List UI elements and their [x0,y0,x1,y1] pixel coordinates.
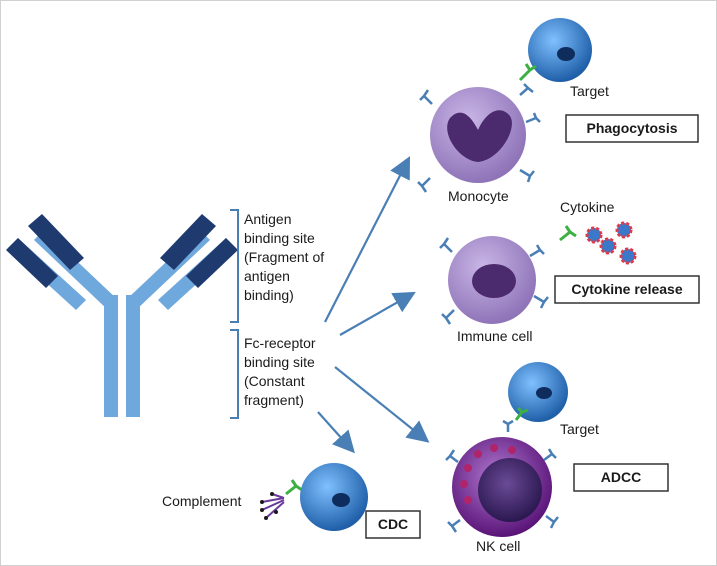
svg-text:antigen: antigen [244,268,290,284]
immune-cell [439,225,577,325]
fc-site-bracket [230,329,239,419]
cdc-target-cell [300,463,368,531]
cdc-box: CDC [365,510,421,539]
svg-text:ADCC: ADCC [601,469,641,485]
arrow-to-immune-cell [339,291,416,336]
target-label-top: Target [570,83,609,99]
svg-text:(Constant: (Constant [244,373,305,389]
arrow-to-cdc [317,411,355,454]
arrow-to-monocyte [324,156,411,323]
adcc-box: ADCC [573,463,669,492]
antigen-site-bracket [230,209,239,323]
effector-arrows [317,156,430,454]
svg-text:Antigen: Antigen [244,211,291,227]
svg-text:binding site: binding site [244,354,315,370]
immune-cell-label: Immune cell [457,328,532,344]
svg-text:(Fragment of: (Fragment of [244,249,324,265]
target-label-bottom: Target [560,421,599,437]
phagocytosis-box: Phagocytosis [565,114,699,143]
fc-site-label: Fc-receptor binding site (Constant fragm… [244,335,316,408]
svg-text:Phagocytosis: Phagocytosis [586,120,677,136]
monocyte-label: Monocyte [448,188,509,204]
antigen-site-label: Antigen binding site (Fragment of antige… [244,211,324,303]
monocyte-cell [417,63,541,193]
complement-molecule-icon [260,479,303,520]
nk-cell [445,406,559,537]
svg-text:Fc-receptor: Fc-receptor [244,335,316,351]
svg-text:binding): binding) [244,287,294,303]
target-cell-top [528,18,592,82]
cytokine-release-box: Cytokine release [554,275,700,304]
complement-label: Complement [162,493,241,509]
svg-text:fragment): fragment) [244,392,304,408]
svg-text:binding site: binding site [244,230,315,246]
cytokine-particles [585,221,637,265]
antibody-icon [6,214,238,417]
nk-cell-label: NK cell [476,538,520,554]
svg-text:Cytokine release: Cytokine release [571,281,682,297]
cytokine-label: Cytokine [560,199,615,215]
arrow-to-nk-cell [334,366,430,443]
svg-text:CDC: CDC [378,516,408,532]
target-cell-bottom [508,362,568,422]
